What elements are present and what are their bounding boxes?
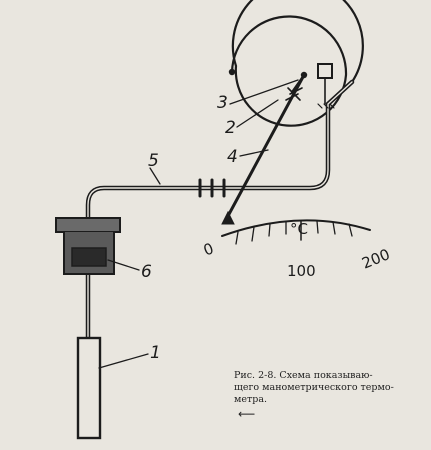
label-fitting: 6 bbox=[141, 262, 152, 282]
label-sector: 3 bbox=[217, 93, 228, 113]
scale-tick bbox=[332, 221, 336, 235]
spring-end-dot bbox=[228, 68, 236, 76]
figure-caption: Рис. 2-8. Схема показываю- щего манометр… bbox=[234, 370, 419, 406]
caption-line-3: метра. bbox=[234, 394, 268, 405]
thermal-bulb bbox=[76, 336, 102, 440]
capillary-tube-core bbox=[87, 81, 353, 341]
pointer bbox=[226, 73, 306, 218]
sector-arm bbox=[291, 74, 305, 93]
bracket bbox=[317, 63, 333, 79]
caption-line-2: щего манометрического термо- bbox=[234, 382, 394, 393]
label-pointer: 4 bbox=[227, 147, 238, 167]
fitting-cap bbox=[55, 217, 121, 233]
leader-6 bbox=[107, 259, 140, 271]
leader-3 bbox=[229, 79, 299, 105]
scale-tick bbox=[348, 223, 353, 237]
sector-gear bbox=[285, 87, 303, 101]
scale-tick bbox=[268, 223, 271, 237]
scale-tick-0: 0 bbox=[201, 239, 216, 259]
scale-tick bbox=[316, 220, 319, 234]
caption-line-1: Рис. 2-8. Схема показываю- bbox=[234, 370, 373, 381]
scale-tick-100: 100 bbox=[287, 262, 316, 280]
label-capillary: 5 bbox=[148, 151, 159, 171]
label-spring: 2 bbox=[225, 118, 236, 138]
spiral-spring bbox=[230, 0, 364, 127]
scale-tick bbox=[235, 231, 239, 245]
fitting-seal bbox=[71, 247, 107, 267]
arrow-icon: ⟵ bbox=[238, 407, 256, 421]
scale-tick bbox=[251, 226, 255, 242]
leader-1 bbox=[98, 353, 149, 369]
leader-4 bbox=[239, 149, 269, 157]
pointer-tip bbox=[221, 210, 235, 225]
scale-unit: °C bbox=[290, 220, 308, 238]
label-sensor: 1 bbox=[150, 343, 161, 363]
leader-5 bbox=[149, 167, 161, 185]
bracket-hatch bbox=[317, 103, 335, 109]
pivot bbox=[300, 71, 308, 79]
scale-tick-200: 200 bbox=[359, 245, 392, 272]
leader-2 bbox=[236, 99, 279, 128]
scale-arc bbox=[221, 219, 371, 237]
